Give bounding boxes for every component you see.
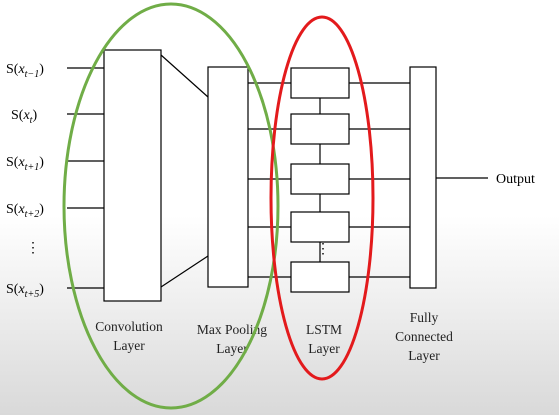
fully-connected-layer-box bbox=[409, 66, 437, 289]
input-label: S(xt−1) bbox=[6, 62, 44, 80]
convolution-layer-label-line: Convolution bbox=[95, 319, 163, 334]
lstm-cell bbox=[290, 113, 350, 145]
lstm-cell bbox=[290, 163, 350, 195]
lstm-to-fc-wires bbox=[349, 82, 410, 278]
lstm-layer-label-line: Layer bbox=[308, 341, 340, 356]
max-pooling-layer-label-line: Max Pooling bbox=[197, 322, 267, 337]
max-pooling-layer-box bbox=[207, 66, 249, 288]
lstm-group-ellipse bbox=[269, 15, 375, 381]
convolution-layer-label-line: Layer bbox=[113, 338, 145, 353]
output-label: Output bbox=[496, 172, 535, 187]
lstm-cell bbox=[290, 67, 350, 99]
lstm-cells bbox=[290, 67, 350, 293]
pool-to-lstm-wires bbox=[248, 82, 291, 278]
lstm-layer-label-line: LSTM bbox=[306, 322, 342, 337]
input-ellipsis: ⋮ bbox=[26, 241, 40, 256]
fully-connected-layer-label-line: Connected bbox=[395, 329, 453, 344]
cnn-group-ellipse bbox=[62, 2, 280, 410]
max-pooling-layer-label-line: Layer bbox=[216, 341, 248, 356]
convolution-layer-box bbox=[103, 49, 162, 302]
fully-connected-layer-label-line: Layer bbox=[408, 348, 440, 363]
lstm-cell bbox=[290, 211, 350, 243]
lstm-ellipsis: ⋮ bbox=[316, 242, 330, 257]
conv-to-pool-lines bbox=[160, 54, 209, 288]
input-label: S(xt+1) bbox=[6, 155, 44, 173]
input-label: S(xt+2) bbox=[6, 202, 44, 220]
fully-connected-layer-label-line: Fully bbox=[410, 310, 439, 325]
input-label: S(xt) bbox=[11, 108, 37, 126]
layer-labels: Convolution Layer Max Pooling Layer LSTM… bbox=[95, 310, 453, 363]
lstm-cell bbox=[290, 261, 350, 293]
input-label: S(xt+5) bbox=[6, 282, 44, 300]
input-labels: S(xt−1) S(xt) S(xt+1) S(xt+2) ⋮ S(xt+5) bbox=[6, 62, 44, 300]
input-wires bbox=[67, 67, 104, 289]
